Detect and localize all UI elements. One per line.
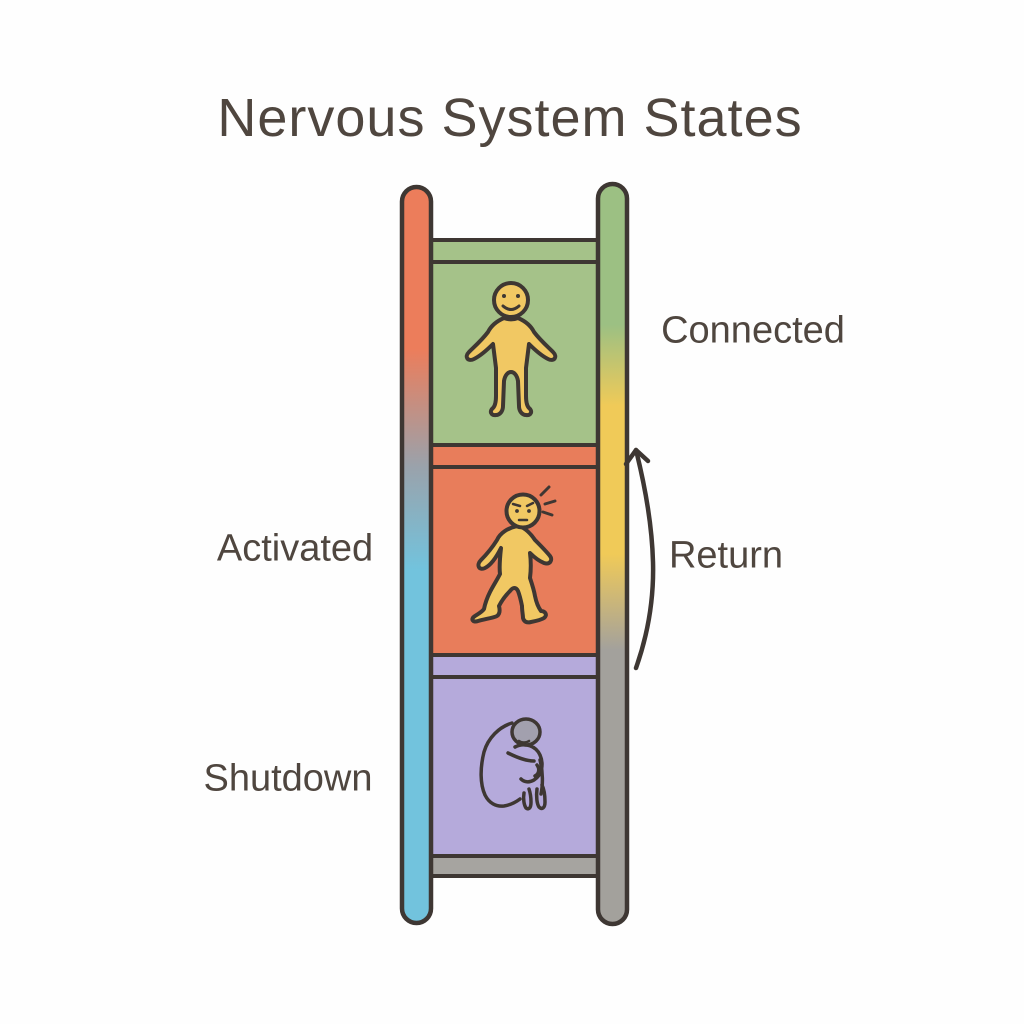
label-activated: Activated: [216, 527, 374, 570]
label-return: Return: [668, 534, 784, 577]
label-shutdown: Shutdown: [203, 757, 373, 800]
ladder-bottom-rung: [422, 854, 608, 878]
page-title: Nervous System States: [217, 88, 803, 148]
label-connected: Connected: [661, 309, 845, 352]
stress-marks-icon: [539, 485, 557, 517]
curled-figure-icon: [479, 717, 547, 811]
walking-figure-icon: [470, 485, 557, 625]
standing-figure-icon: [464, 281, 558, 418]
ladder-right-rail: [595, 181, 630, 927]
ladder-left-rail: [399, 184, 434, 926]
return-arrow-icon: [623, 447, 656, 671]
